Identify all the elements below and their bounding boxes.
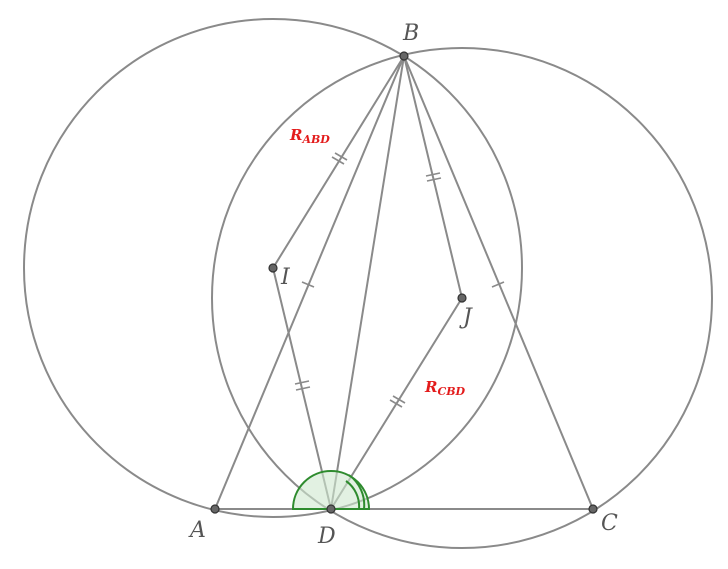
point-j[interactable] xyxy=(457,293,467,303)
point-i[interactable] xyxy=(268,263,278,273)
label-r-abd: RABD xyxy=(289,126,330,146)
segment-bd xyxy=(330,55,405,510)
point-d[interactable] xyxy=(326,504,336,514)
point-a[interactable] xyxy=(210,504,220,514)
circumcircle-abd xyxy=(23,18,523,518)
double-tick-jb xyxy=(425,172,442,182)
angle-arc-cdb-inner xyxy=(345,480,361,510)
tick-mark-ab xyxy=(301,281,315,288)
angle-mark-adc xyxy=(291,470,371,510)
label-j: J xyxy=(459,305,473,330)
segment-bc xyxy=(403,55,594,510)
double-tick-id xyxy=(294,380,311,391)
double-tick-jd xyxy=(389,395,406,408)
label-c: C xyxy=(601,511,618,536)
tick-mark-bc xyxy=(491,281,505,288)
label-a: A xyxy=(188,518,206,543)
segment-jb xyxy=(403,55,463,299)
label-r-cbd: RCBD xyxy=(424,378,466,398)
label-d: D xyxy=(317,524,336,549)
label-b: B xyxy=(402,21,419,46)
label-i: I xyxy=(280,265,291,290)
circumcircle-cbd xyxy=(211,47,713,549)
point-c[interactable] xyxy=(588,504,598,514)
segment-ab xyxy=(214,55,405,510)
point-b[interactable] xyxy=(399,51,409,61)
double-tick-ib xyxy=(331,152,348,165)
angle-arc-cdb-outer xyxy=(348,474,366,510)
segment-ib xyxy=(272,55,405,269)
